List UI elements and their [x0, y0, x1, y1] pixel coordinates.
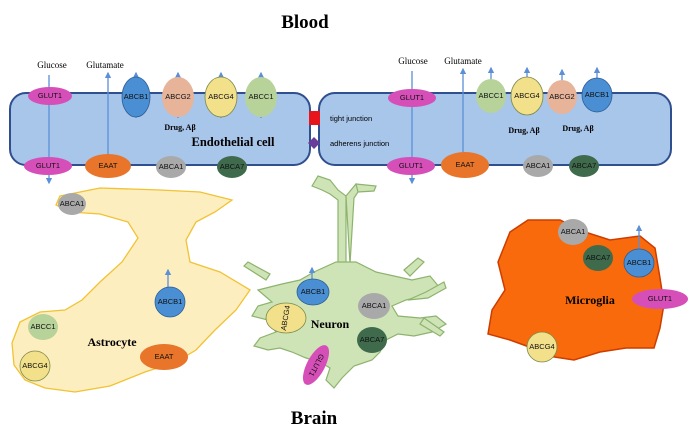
abcg4-transporter: ABCG4	[265, 302, 307, 334]
svg-text:ABCB1: ABCB1	[585, 90, 610, 99]
glut1-transporter: GLUT1	[24, 157, 72, 175]
glutamate-label-left: Glutamate	[86, 60, 124, 70]
astrocyte-label: Astrocyte	[87, 335, 137, 349]
glut1-transporter: GLUT1	[632, 289, 688, 309]
abcg2-transporter: ABCG2	[162, 77, 194, 117]
abcb1-transporter: ABCB1	[154, 286, 186, 318]
abca1-transporter: ABCA1	[358, 293, 390, 319]
adherens-junction-marker	[308, 137, 320, 149]
svg-text:ABCG4: ABCG4	[208, 92, 233, 101]
endothelial-cell-label: Endothelial cell	[192, 135, 276, 149]
tight-junction-marker	[309, 111, 320, 125]
astrocyte-cell	[11, 187, 251, 393]
abcb1-transporter: ABCB1	[581, 77, 613, 113]
abcb1-transporter: ABCB1	[121, 76, 151, 118]
tight-junction-label: tight junction	[330, 114, 372, 123]
abca7-transporter: ABCA7	[357, 327, 387, 353]
svg-text:GLUT1: GLUT1	[648, 294, 672, 303]
abca7-transporter: ABCA7	[569, 155, 599, 177]
svg-text:ABCB1: ABCB1	[301, 287, 326, 296]
abcg4-transporter: ABCG4	[510, 76, 544, 116]
svg-text:EAAT: EAAT	[455, 160, 474, 169]
abcb1-transporter: ABCB1	[623, 248, 655, 278]
eaat-transporter: EAAT	[140, 344, 188, 370]
brain-title: Brain	[291, 408, 338, 429]
svg-text:ABCC1: ABCC1	[248, 92, 273, 101]
svg-text:GLUT1: GLUT1	[400, 93, 424, 102]
svg-text:ABCC1: ABCC1	[478, 91, 503, 100]
abcc1-transporter: ABCC1	[28, 314, 58, 340]
abcg4-transporter: ABCG4	[19, 350, 51, 382]
glutamate-label-right: Glutamate	[444, 56, 482, 66]
svg-text:ABCG2: ABCG2	[549, 92, 574, 101]
svg-text:ABCB1: ABCB1	[627, 258, 652, 267]
drug-abeta-label-2: Drug, Aβ	[508, 126, 539, 135]
glucose-label-left: Glucose	[37, 60, 67, 70]
svg-text:ABCC1: ABCC1	[30, 322, 55, 331]
svg-text:GLUT1: GLUT1	[399, 161, 423, 170]
svg-text:ABCA1: ABCA1	[526, 161, 551, 170]
glut1-transporter: GLUT1	[302, 345, 330, 385]
svg-text:ABCA1: ABCA1	[60, 199, 85, 208]
svg-text:ABCG2: ABCG2	[165, 92, 190, 101]
glut1-transporter: GLUT1	[387, 157, 435, 175]
abcg2-transporter: ABCG2	[547, 80, 577, 114]
drug-abeta-label-3: Drug, Aβ	[562, 124, 593, 133]
svg-text:ABCB1: ABCB1	[158, 297, 183, 306]
glucose-label-right: Glucose	[398, 56, 428, 66]
abcb1-transporter: ABCB1	[296, 278, 330, 306]
abca7-transporter: ABCA7	[217, 156, 247, 178]
svg-text:ABCG4: ABCG4	[279, 305, 292, 332]
abca1-transporter: ABCA1	[523, 155, 553, 177]
neuron-cell	[243, 175, 448, 389]
svg-text:ABCG4: ABCG4	[514, 91, 539, 100]
abcc1-transporter: ABCC1	[476, 79, 506, 113]
svg-text:ABCA7: ABCA7	[220, 162, 245, 171]
svg-text:ABCA1: ABCA1	[561, 227, 586, 236]
abcg4-transporter: ABCG4	[526, 331, 558, 363]
eaat-transporter: EAAT	[441, 152, 489, 178]
neuron-label: Neuron	[311, 317, 350, 331]
svg-text:ABCA1: ABCA1	[362, 301, 387, 310]
microglia-cell	[487, 219, 665, 361]
abcg4-transporter: ABCG4	[204, 76, 238, 118]
svg-text:GLUT1: GLUT1	[38, 91, 62, 100]
abca1-transporter: ABCA1	[156, 156, 186, 178]
svg-text:ABCA7: ABCA7	[360, 335, 385, 344]
glut1-transporter: GLUT1	[28, 87, 72, 105]
abca1-transporter: ABCA1	[558, 219, 588, 245]
svg-text:ABCG4: ABCG4	[529, 342, 554, 351]
svg-text:ABCA1: ABCA1	[159, 162, 184, 171]
svg-text:EAAT: EAAT	[98, 161, 117, 170]
svg-text:EAAT: EAAT	[154, 352, 173, 361]
drug-abeta-label-1: Drug, Aβ	[164, 123, 195, 132]
glut1-transporter: GLUT1	[388, 89, 436, 107]
svg-text:ABCB1: ABCB1	[124, 92, 149, 101]
eaat-transporter: EAAT	[85, 154, 131, 178]
abca1-transporter: ABCA1	[58, 193, 86, 215]
svg-text:ABCA7: ABCA7	[586, 253, 611, 262]
abcc1-transporter: ABCC1	[245, 77, 277, 117]
blood-title: Blood	[281, 12, 329, 33]
svg-text:GLUT1: GLUT1	[36, 161, 60, 170]
abca7-transporter: ABCA7	[583, 245, 613, 271]
svg-text:ABCG4: ABCG4	[22, 361, 47, 370]
svg-text:ABCA7: ABCA7	[572, 161, 597, 170]
microglia-label: Microglia	[565, 293, 615, 307]
adherens-junction-label: adherens junction	[330, 139, 389, 148]
